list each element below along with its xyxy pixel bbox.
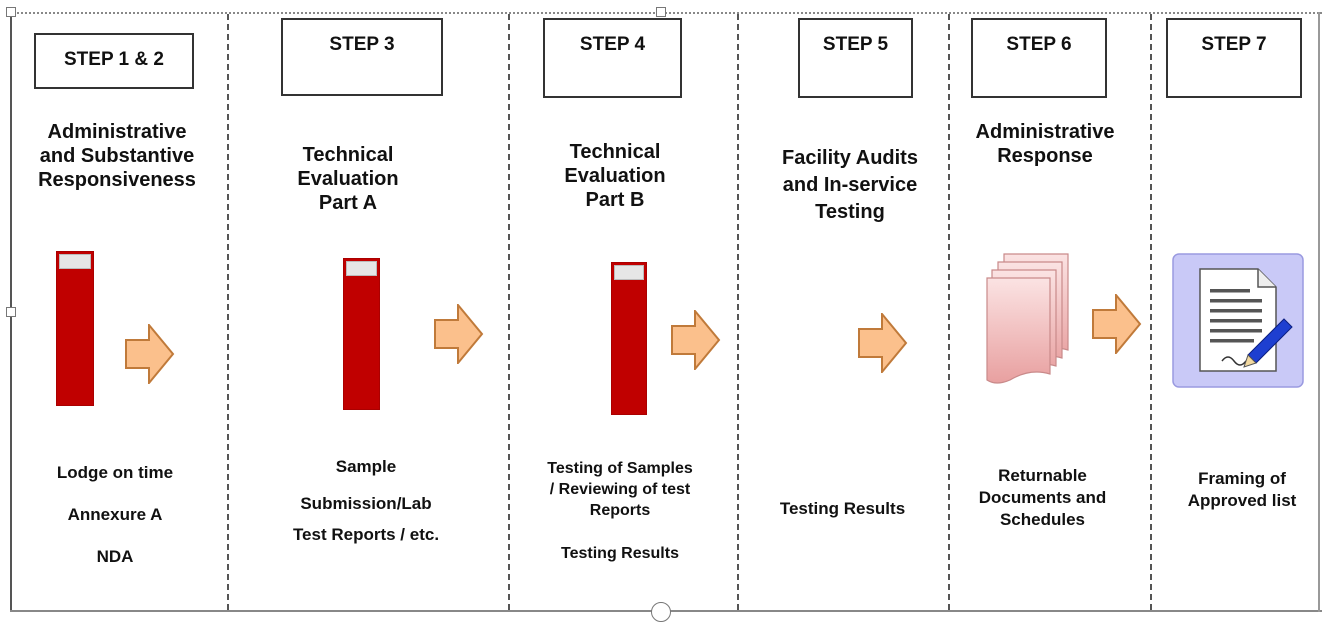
step-3-outputs: Sample Submission/Lab Test Reports / etc…	[266, 456, 466, 546]
step-6-title: Administrative Response	[960, 120, 1130, 168]
output-line: Documents and	[978, 488, 1107, 507]
output-line: Testing of Samples	[547, 460, 693, 477]
red-tube-icon	[56, 251, 94, 406]
step-label: STEP 5	[822, 34, 889, 55]
step-1-2-outputs: Lodge on time Annexure A NDA	[20, 462, 210, 568]
output-line: Submission/Lab	[300, 494, 432, 513]
step-1-2-title: Administrative and Substantive Responsiv…	[22, 120, 212, 192]
output-line: Annexure A	[67, 505, 163, 524]
frame-right-edge	[1318, 12, 1320, 612]
right-arrow-icon	[434, 304, 484, 364]
column-divider	[1150, 14, 1152, 610]
output-line: Testing Results	[779, 499, 906, 518]
step-label: STEP 6	[1006, 34, 1072, 55]
output-line: / Reviewing of test	[549, 481, 691, 498]
resize-handle-top-center[interactable]	[656, 7, 666, 17]
title-line: Evaluation	[297, 168, 399, 190]
right-arrow-icon	[1092, 294, 1142, 354]
title-line: Technical	[302, 144, 394, 166]
output-line: Returnable	[998, 466, 1087, 485]
output-line: Reports	[589, 502, 651, 519]
step-7-box: STEP 7	[1166, 18, 1302, 98]
step-label: STEP 1 & 2	[64, 49, 164, 70]
column-divider	[737, 14, 739, 610]
right-arrow-icon	[671, 310, 721, 370]
column-divider	[508, 14, 510, 610]
red-tube-icon	[611, 262, 647, 415]
step-3-box: STEP 3	[281, 18, 443, 96]
step-5-box: STEP 5	[798, 18, 913, 98]
resize-handle-top-left[interactable]	[6, 7, 16, 17]
step-3-title: Technical Evaluation Part A	[263, 143, 433, 215]
column-divider	[948, 14, 950, 610]
output-line: NDA	[96, 547, 134, 566]
title-line: Part B	[585, 189, 645, 211]
step-5-title: Facility Audits and In-service Testing	[760, 146, 940, 224]
output-line: Framing of	[1198, 469, 1286, 488]
step-6-box: STEP 6	[971, 18, 1107, 98]
step-1-2-box: STEP 1 & 2	[34, 33, 194, 89]
step-4-title: Technical Evaluation Part B	[530, 140, 700, 212]
output-line: Sample	[335, 457, 397, 476]
signed-document-icon	[1172, 253, 1304, 388]
title-line: Responsiveness	[38, 169, 196, 191]
tube-cap	[59, 254, 91, 269]
step-5-outputs: Testing Results	[755, 498, 930, 520]
title-line: and Substantive	[39, 145, 195, 167]
title-line: Part A	[318, 192, 378, 214]
title-line: and In-service	[782, 174, 918, 196]
right-arrow-icon	[858, 313, 908, 373]
output-line: Approved list	[1187, 491, 1297, 510]
step-4-outputs: Testing of Samples / Reviewing of test R…	[520, 458, 720, 564]
title-line: Evaluation	[564, 165, 666, 187]
title-line: Administrative	[975, 121, 1115, 143]
resize-handle-bottom-center[interactable]	[651, 602, 671, 622]
document-stack-icon	[986, 253, 1069, 384]
resize-handle-left[interactable]	[6, 307, 16, 317]
red-tube-icon	[343, 258, 380, 410]
title-line: Facility Audits	[782, 147, 918, 169]
title-line: Technical	[569, 141, 661, 163]
title-line: Response	[997, 145, 1093, 167]
output-line: Test Reports / etc.	[292, 525, 440, 544]
step-label: STEP 4	[579, 34, 646, 55]
output-line: Testing Results	[561, 545, 679, 562]
right-arrow-icon	[125, 324, 175, 384]
tube-cap	[346, 261, 377, 276]
output-line: Lodge on time	[56, 463, 174, 482]
step-7-outputs: Framing of Approved list	[1162, 468, 1322, 512]
title-line: Administrative	[47, 121, 187, 143]
step-label: STEP 3	[329, 34, 395, 55]
tube-cap	[614, 265, 644, 280]
step-6-outputs: Returnable Documents and Schedules	[955, 465, 1130, 531]
title-line: Testing	[815, 201, 885, 223]
column-divider	[227, 14, 229, 610]
step-label: STEP 7	[1201, 34, 1267, 55]
output-line: Schedules	[999, 510, 1086, 529]
step-4-box: STEP 4	[543, 18, 682, 98]
